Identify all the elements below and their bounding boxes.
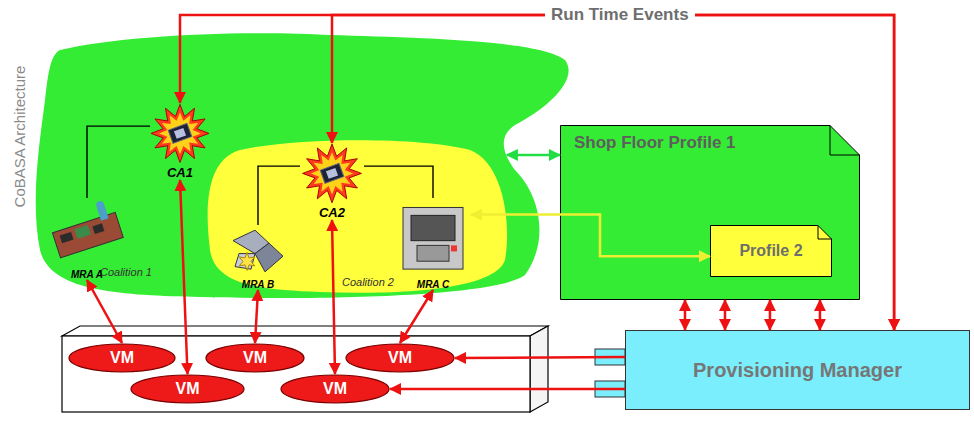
node-label: MRA B: [242, 279, 274, 290]
vm-ellipse: VM: [280, 374, 390, 404]
connector-line: [180, 180, 188, 374]
connector-line: [400, 290, 433, 343]
connector-line: [364, 166, 433, 198]
container-top: [62, 326, 548, 336]
node-label: VM: [110, 349, 134, 367]
coalition-agent-shape: [300, 143, 364, 204]
coalition-agent: CA1: [150, 103, 210, 180]
coalition-region-shape: [205, 138, 515, 298]
container-front: [62, 336, 530, 412]
connector-line: [390, 388, 625, 391]
node-label: VM: [388, 349, 412, 367]
node-label: CA2: [319, 206, 345, 220]
node-label: Coalition 2: [342, 276, 394, 288]
resource-agent: MRA B: [225, 225, 291, 290]
connector-line: [471, 215, 710, 257]
connector-line: [507, 154, 560, 157]
container-side: [530, 326, 548, 412]
coalition-region: Coalition 2 CA2MRA B MRA C: [205, 138, 515, 298]
node-label: VM: [243, 349, 267, 367]
connector-line: [255, 290, 258, 343]
node-label: VM: [176, 380, 200, 398]
manager-box: Provisioning Manager: [625, 330, 970, 410]
connector-line: [724, 300, 727, 330]
connector-line: [180, 15, 894, 330]
connector-line: [819, 300, 822, 330]
connector-line: [332, 15, 894, 330]
connector-line: [87, 280, 122, 343]
node-label: Provisioning Manager: [693, 359, 902, 382]
vm-ellipse: VM: [68, 343, 176, 373]
resource-agent: MRA C: [395, 198, 471, 290]
vm-ellipse: VM: [345, 343, 455, 373]
resource-agent-shape: [225, 225, 291, 277]
node-label: CA1: [167, 166, 193, 180]
connector-line: [332, 220, 335, 374]
profile-document: Profile 2: [710, 225, 832, 277]
vm-ellipse: VM: [205, 343, 305, 373]
coalition-agent-shape: [150, 103, 210, 164]
connector-line: [684, 300, 687, 330]
connector-line: [87, 126, 150, 198]
node-label: Coalition 1: [100, 266, 152, 278]
architecture-label: CoBASA Architecture: [11, 52, 28, 222]
connector-line: [769, 300, 772, 330]
node-label: MRA C: [417, 279, 449, 290]
resource-agent-shape: [395, 198, 471, 277]
profile-document: Shop Floor Profile 1 Profile 2: [560, 125, 860, 300]
resource-agent-shape: [48, 198, 126, 267]
node-label: Shop Floor Profile 1: [574, 133, 736, 153]
node-label: VM: [323, 380, 347, 398]
event-label: Run Time Events: [545, 5, 695, 25]
connector-line: [258, 166, 300, 225]
connector-line: [455, 357, 625, 358]
vm-ellipse: VM: [130, 374, 245, 404]
coalition-region: Coalition 1MRA A CA1Coalition 2 CA2MRA B MR…: [30, 28, 575, 298]
node-label: MRA A: [71, 269, 103, 280]
node-label: Profile 2: [739, 242, 802, 260]
coalition-agent: CA2: [300, 143, 364, 220]
